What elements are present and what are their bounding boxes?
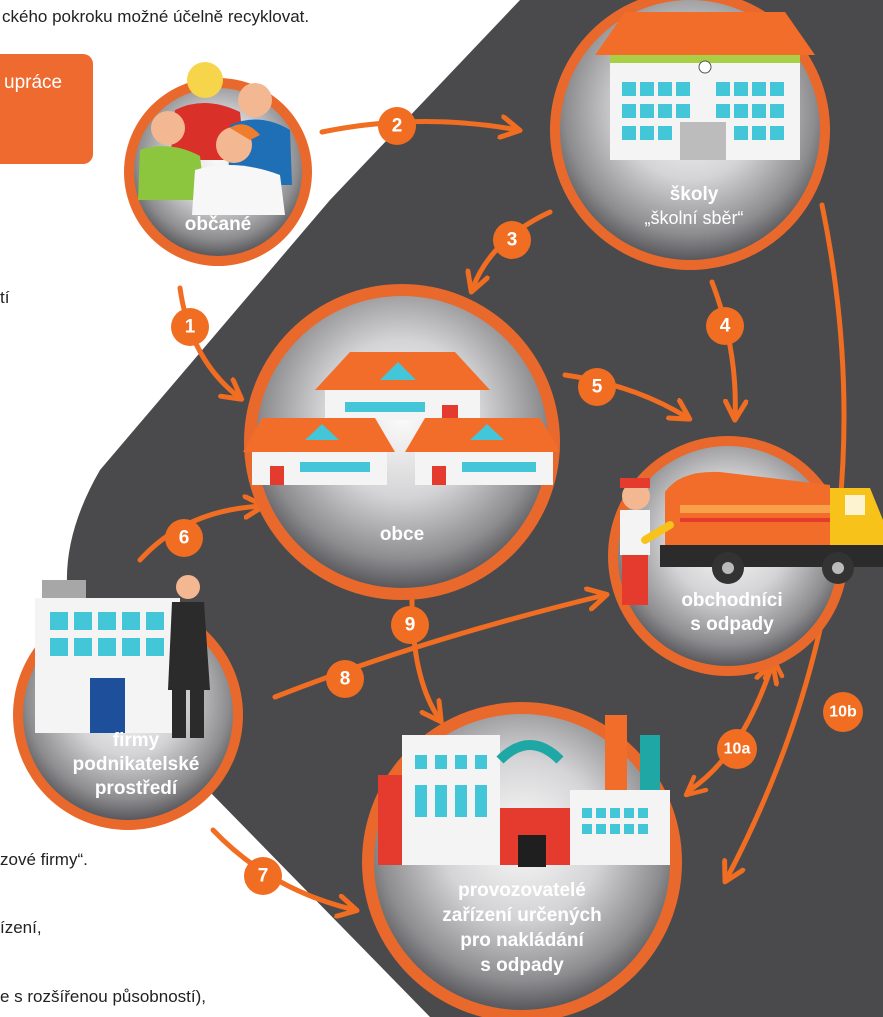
label-obchodnici-2: s odpady (690, 614, 774, 635)
school-illustration (595, 12, 815, 160)
fragment-firmy-text: zové firmy“. (0, 850, 88, 869)
label-skoly-title: školy (670, 184, 719, 205)
fragment-bottom-text: e s rozšířenou působností), (0, 987, 207, 1006)
label-prov-2: zařízení určených (442, 905, 601, 926)
badge-5: 5 (578, 368, 616, 406)
arrow-8 (272, 595, 605, 700)
svg-text:6: 6 (179, 528, 190, 549)
label-prov-3: pro nakládání (460, 930, 584, 951)
node-firmy: firmy podnikatelské prostředí (13, 575, 243, 830)
svg-text:4: 4 (720, 316, 731, 337)
orange-tag-text: upráce (4, 72, 63, 93)
svg-text:8: 8 (340, 669, 351, 690)
label-obce: obce (380, 524, 424, 545)
badge-7: 7 (244, 857, 282, 895)
label-prov-4: s odpady (480, 955, 564, 976)
badge-6: 6 (165, 519, 203, 557)
node-skoly: školy „školní sběr“ (550, 0, 830, 270)
badge-8: 8 (326, 660, 364, 698)
orange-tag: upráce (0, 54, 93, 164)
badge-3: 3 (493, 221, 531, 259)
svg-text:10b: 10b (829, 704, 857, 721)
svg-text:10a: 10a (724, 741, 751, 758)
factory-illustration (378, 715, 670, 867)
svg-text:2: 2 (392, 116, 403, 137)
arrow-2 (319, 121, 518, 132)
svg-text:5: 5 (592, 377, 603, 398)
label-obchodnici-1: obchodníci (681, 590, 782, 611)
node-obcane: občané (124, 62, 312, 266)
badge-4: 4 (706, 307, 744, 345)
badge-1: 1 (171, 308, 209, 346)
badge-9: 9 (391, 606, 429, 644)
label-obcane: občané (185, 214, 252, 235)
label-firmy-3: prostředí (95, 778, 178, 799)
node-obchodnici: obchodníci s odpady (608, 436, 883, 676)
label-skoly-sub: „školní sběr“ (644, 208, 743, 228)
node-provozovatele: provozovatelé zařízení určených pro nakl… (362, 702, 682, 1017)
badge-10a: 10a (717, 729, 757, 769)
svg-text:3: 3 (507, 230, 518, 251)
svg-text:7: 7 (258, 866, 269, 887)
office-illustration (35, 575, 210, 738)
svg-text:9: 9 (405, 615, 416, 636)
label-firmy-2: podnikatelské (73, 754, 200, 775)
people-illustration (138, 62, 292, 215)
node-obce: obce (243, 284, 560, 600)
badge-2: 2 (378, 107, 416, 145)
arrow-5 (562, 372, 688, 418)
arrow-1 (177, 285, 240, 398)
fragment-zeni-text: ízení, (0, 918, 42, 937)
truck-illustration (620, 471, 883, 605)
label-firmy-1: firmy (113, 730, 160, 751)
arrow-4 (709, 279, 735, 418)
badge-10b: 10b (823, 692, 863, 732)
fragment-side-text: tí (0, 288, 10, 307)
houses-illustration (243, 352, 560, 485)
svg-text:1: 1 (185, 317, 196, 338)
label-prov-1: provozovatelé (458, 880, 586, 901)
fragment-top-text: ckého pokroku možné účelně recyklovat. (2, 7, 310, 26)
